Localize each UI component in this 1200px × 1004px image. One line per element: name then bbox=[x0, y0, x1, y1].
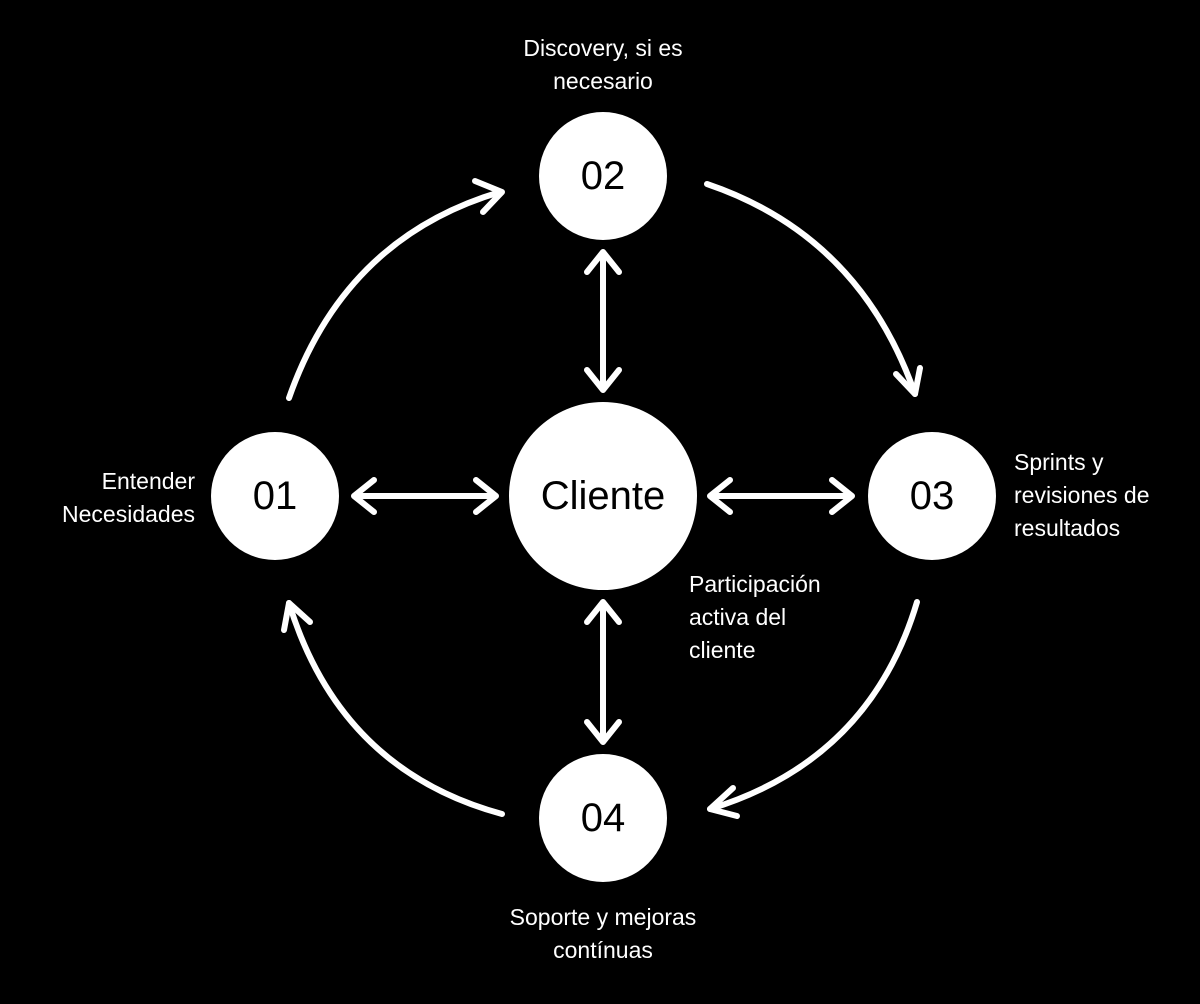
caption-node-02: Discovery, si es necesario bbox=[453, 32, 753, 98]
caption-node-04: Soporte y mejoras contínuas bbox=[453, 901, 753, 967]
node-02: 02 bbox=[539, 112, 667, 240]
node-01: 01 bbox=[211, 432, 339, 560]
caption-node-01: Entender Necesidades bbox=[0, 465, 195, 531]
caption-line: Sprints y bbox=[1014, 449, 1104, 475]
node-03: 03 bbox=[868, 432, 996, 560]
caption-line: Soporte y mejoras bbox=[509, 904, 697, 930]
caption-line: revisiones de bbox=[1014, 482, 1150, 508]
caption-center: Participación activa del cliente bbox=[689, 568, 889, 667]
spoke-arrow-cliente-02 bbox=[584, 249, 622, 393]
spoke-arrow-cliente-01 bbox=[351, 477, 499, 515]
node-04-number: 04 bbox=[581, 796, 626, 840]
arrow-03-to-04 bbox=[707, 599, 920, 819]
caption-line: Entender bbox=[101, 468, 195, 494]
caption-line: resultados bbox=[1014, 515, 1121, 541]
caption-line: contínuas bbox=[553, 937, 653, 963]
caption-node-03: Sprints y revisiones de resultados bbox=[1014, 446, 1194, 545]
node-01-number: 01 bbox=[253, 474, 298, 518]
arrow-02-to-03 bbox=[704, 181, 923, 397]
node-04: 04 bbox=[539, 754, 667, 882]
node-cliente: Cliente bbox=[509, 402, 697, 590]
spoke-arrow-cliente-04 bbox=[584, 599, 622, 745]
caption-line: Participación bbox=[689, 571, 821, 597]
caption-line: Discovery, si es bbox=[523, 35, 683, 61]
caption-line: activa del bbox=[689, 604, 787, 630]
arrow-04-to-01 bbox=[281, 600, 505, 817]
arrow-01-to-02 bbox=[286, 178, 505, 401]
node-02-number: 02 bbox=[581, 154, 626, 198]
center-label: Cliente bbox=[541, 474, 666, 518]
node-03-number: 03 bbox=[910, 474, 955, 518]
caption-line: Necesidades bbox=[62, 501, 195, 527]
spoke-arrow-cliente-03 bbox=[707, 477, 855, 515]
caption-line: necesario bbox=[553, 68, 653, 94]
caption-line: cliente bbox=[689, 637, 756, 663]
